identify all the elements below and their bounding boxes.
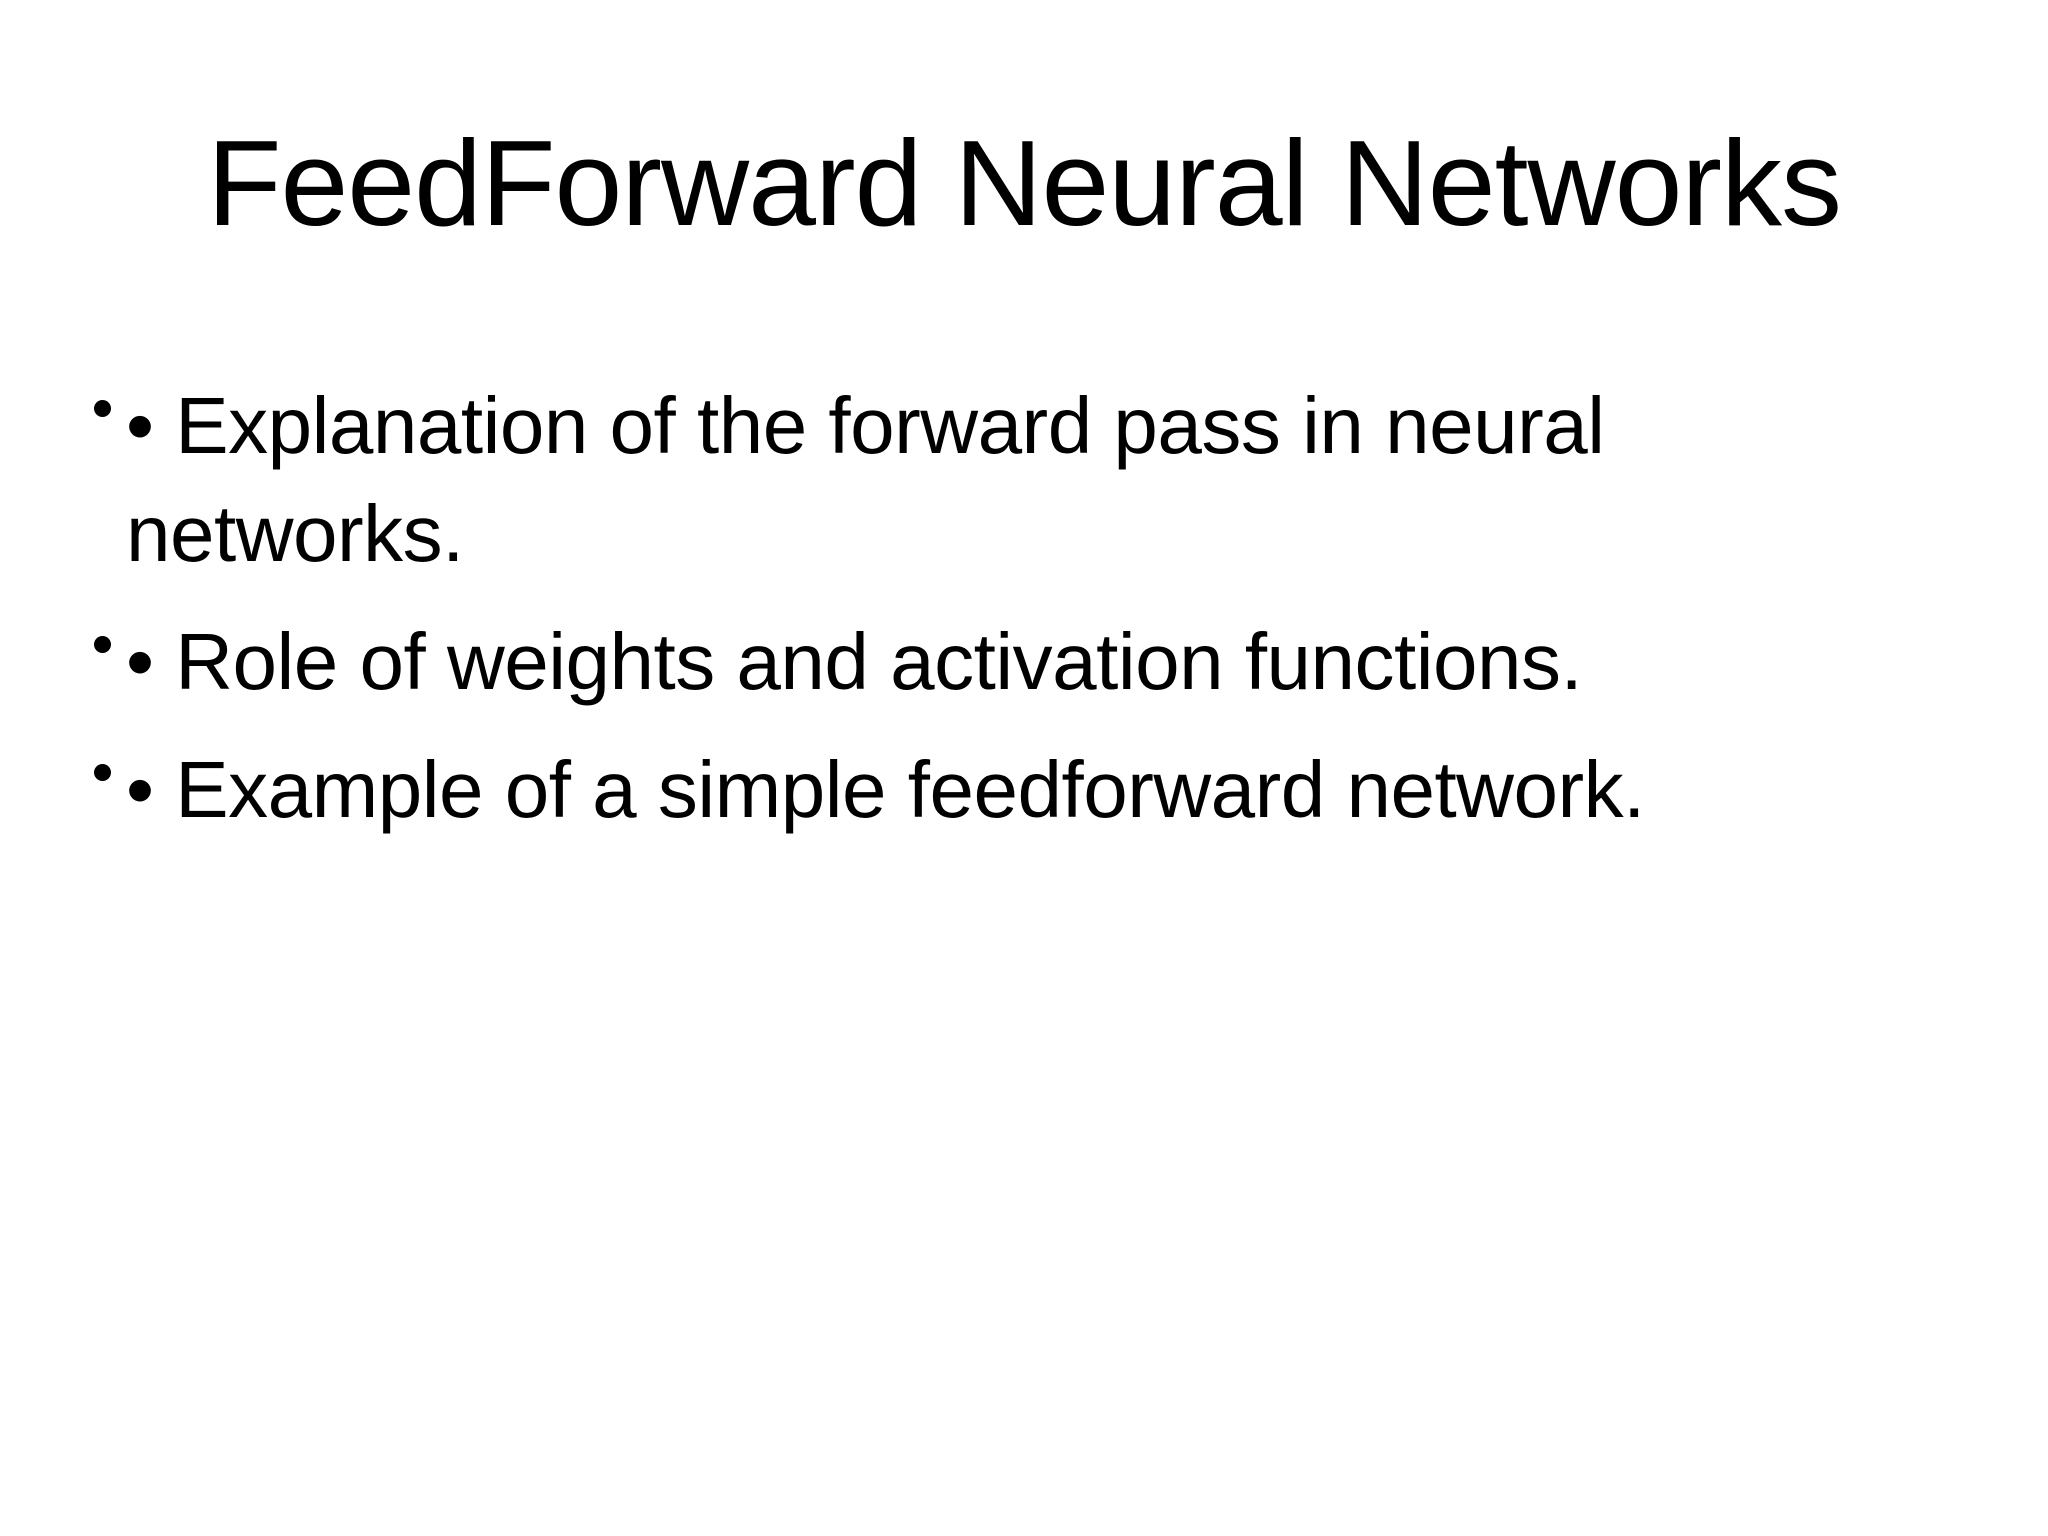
bullet-list: • Explanation of the forward pass in neu… xyxy=(94,372,1746,864)
bullet-marker-icon xyxy=(94,400,111,417)
list-item: • Explanation of the forward pass in neu… xyxy=(94,372,1746,588)
bullet-text: • Explanation of the forward pass in neu… xyxy=(126,381,1605,578)
bullet-marker-icon xyxy=(94,636,111,653)
list-item: • Role of weights and activation functio… xyxy=(94,608,1746,716)
list-item: • Example of a simple feedforward networ… xyxy=(94,736,1746,844)
bullet-text: • Role of weights and activation functio… xyxy=(126,617,1583,706)
bullet-text: • Example of a simple feedforward networ… xyxy=(126,745,1645,834)
slide-title: FeedForward Neural Networks xyxy=(206,115,1842,251)
bullet-marker-icon xyxy=(94,764,111,781)
